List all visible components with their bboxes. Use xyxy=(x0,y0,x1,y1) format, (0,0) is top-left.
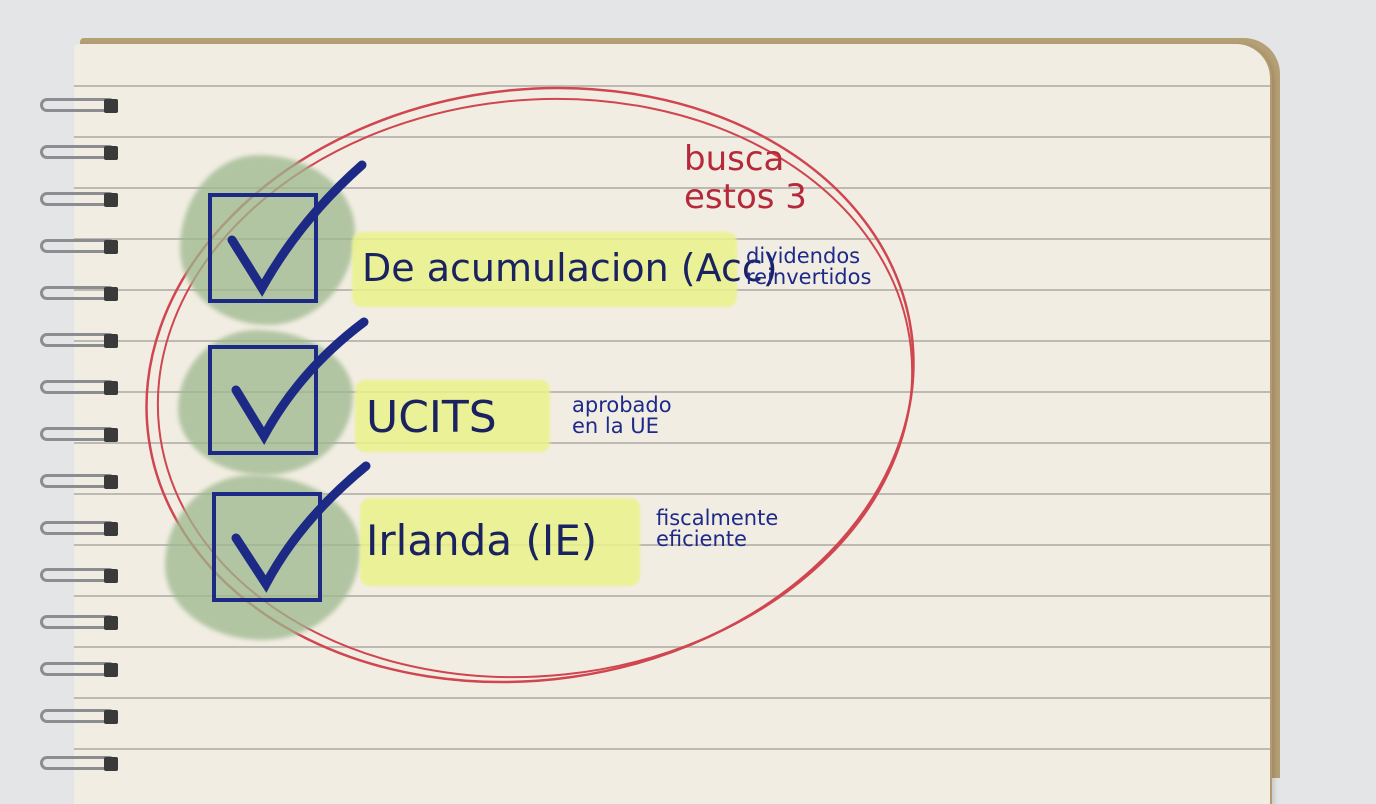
checkmark-icon xyxy=(231,461,371,593)
item-note: dividendos reinvertidos xyxy=(746,244,872,289)
checkbox[interactable] xyxy=(208,345,318,455)
spiral-ring xyxy=(40,615,118,630)
spiral-ring xyxy=(40,662,118,677)
spiral-ring xyxy=(40,333,118,348)
spiral-ring xyxy=(40,521,118,536)
annotation-text: busca estos 3 xyxy=(684,139,807,217)
spiral-ring xyxy=(40,709,118,724)
spiral-ring xyxy=(40,380,118,395)
checkmark-icon xyxy=(227,160,367,297)
item-label: Irlanda (IE) xyxy=(366,516,598,565)
checkbox[interactable] xyxy=(212,492,322,602)
highlight xyxy=(355,380,550,452)
checkmark-icons xyxy=(227,160,371,593)
item-note: fiscalmente eficiente xyxy=(656,506,779,551)
spiral-ring xyxy=(40,474,118,489)
item-label: UCITS xyxy=(366,392,497,443)
spiral-ring xyxy=(40,568,118,583)
spiral-ring xyxy=(40,192,118,207)
highlight xyxy=(360,498,640,586)
spiral-ring xyxy=(40,145,118,160)
checkmark-icon xyxy=(231,317,369,446)
highlight xyxy=(352,232,737,307)
item-label: De acumulacion (Acc) xyxy=(362,246,778,290)
red-circle xyxy=(145,86,915,684)
checkbox[interactable] xyxy=(208,193,318,303)
spiral-ring xyxy=(40,427,118,442)
spiral-ring xyxy=(40,286,118,301)
spiral-ring xyxy=(40,98,118,113)
spiral-ring xyxy=(40,239,118,254)
item-note: aprobado en la UE xyxy=(572,393,672,438)
